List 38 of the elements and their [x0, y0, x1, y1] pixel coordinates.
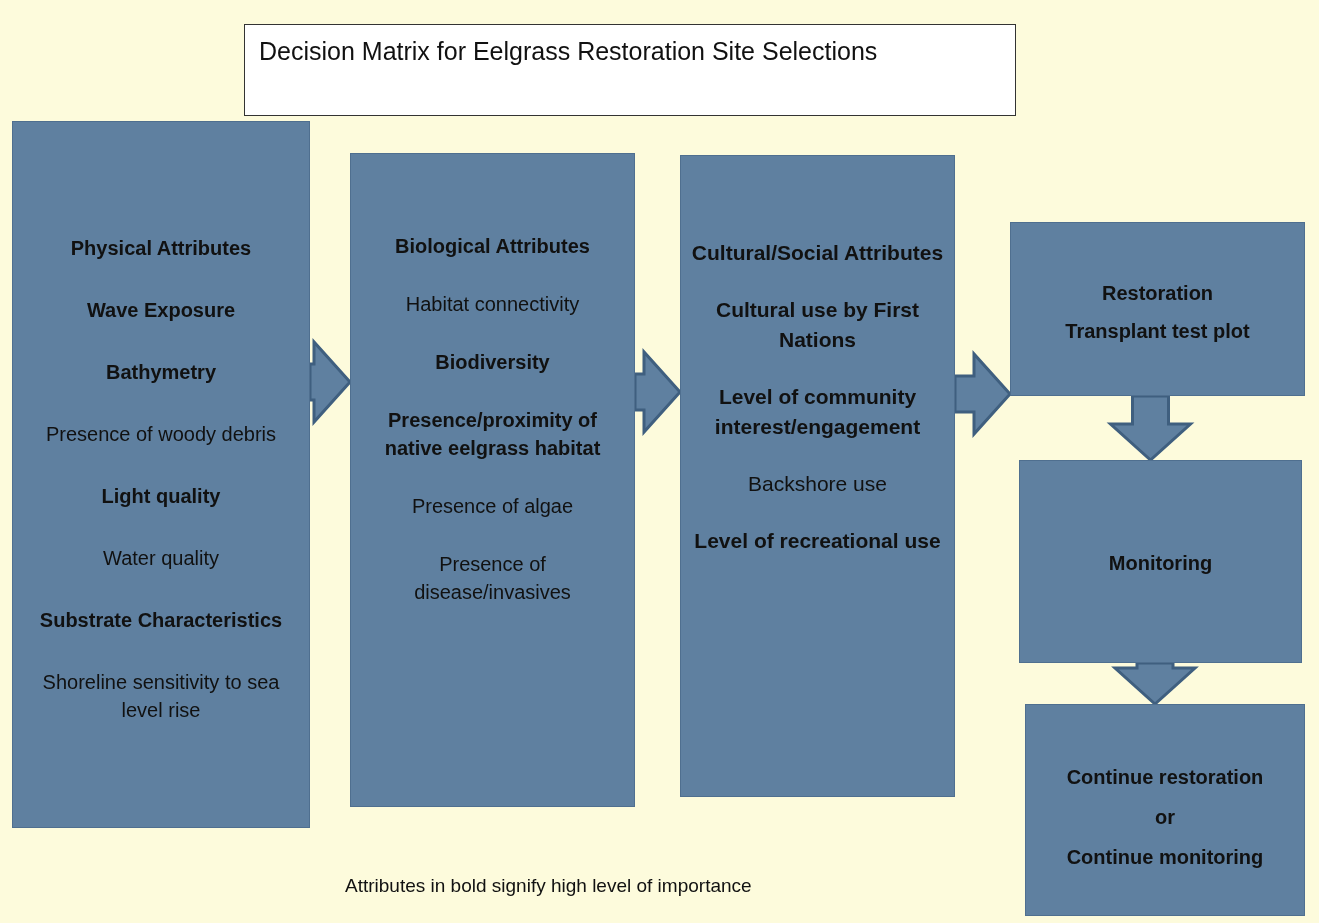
node-text: Continue restoration	[1066, 765, 1264, 790]
node-text: Bathymetry	[105, 360, 216, 385]
node-text: Continue monitoring	[1066, 845, 1264, 870]
attribute-column	[12, 121, 310, 828]
block-arrow	[1111, 661, 1199, 706]
node-text: Biodiversity	[435, 350, 550, 375]
node-text: Cultural use by First Nations	[714, 297, 920, 353]
attribute-column	[350, 153, 635, 807]
node-text: Water quality	[103, 546, 219, 571]
node-text: Light quality	[101, 484, 221, 509]
node-text: Shoreline sensitivity to sea level rise	[41, 670, 281, 723]
attribute-column	[680, 155, 955, 797]
caption: Attributes in bold signify high level of importance	[345, 874, 752, 898]
node-text: Cultural/Social Attributes	[691, 240, 944, 266]
node-text: Backshore use	[748, 470, 887, 497]
node-text: Physical Attributes	[70, 236, 252, 261]
attribute-column	[1025, 704, 1305, 916]
attribute-column	[1019, 460, 1302, 663]
node-text: or	[1155, 805, 1175, 830]
node-text: Wave Exposure	[86, 298, 236, 323]
node-text: Level of community interest/engagement	[713, 384, 922, 440]
node-text: Biological Attributes	[395, 234, 590, 259]
node-text: Transplant test plot	[1065, 319, 1250, 344]
block-arrow	[1106, 394, 1195, 462]
node-text: Presence of woody debris	[45, 422, 277, 447]
node-text: Restoration	[1101, 281, 1214, 306]
block-arrow	[308, 338, 352, 426]
node-text: Substrate Characteristics	[39, 608, 283, 633]
title-box: Decision Matrix for Eelgrass Restoration Site Selections	[244, 24, 1016, 116]
node-text: Level of recreational use	[694, 528, 941, 555]
node-text: Habitat connectivity	[405, 292, 580, 317]
node-text: Monitoring	[1108, 551, 1213, 576]
block-arrow	[953, 350, 1012, 438]
attribute-column	[1010, 222, 1305, 396]
node-text: Presence of algae	[411, 494, 574, 519]
block-arrow	[633, 348, 682, 436]
node-text: Presence/proximity of native eelgrass habitat	[383, 408, 602, 461]
node-text: Presence of disease/invasives	[413, 552, 572, 605]
